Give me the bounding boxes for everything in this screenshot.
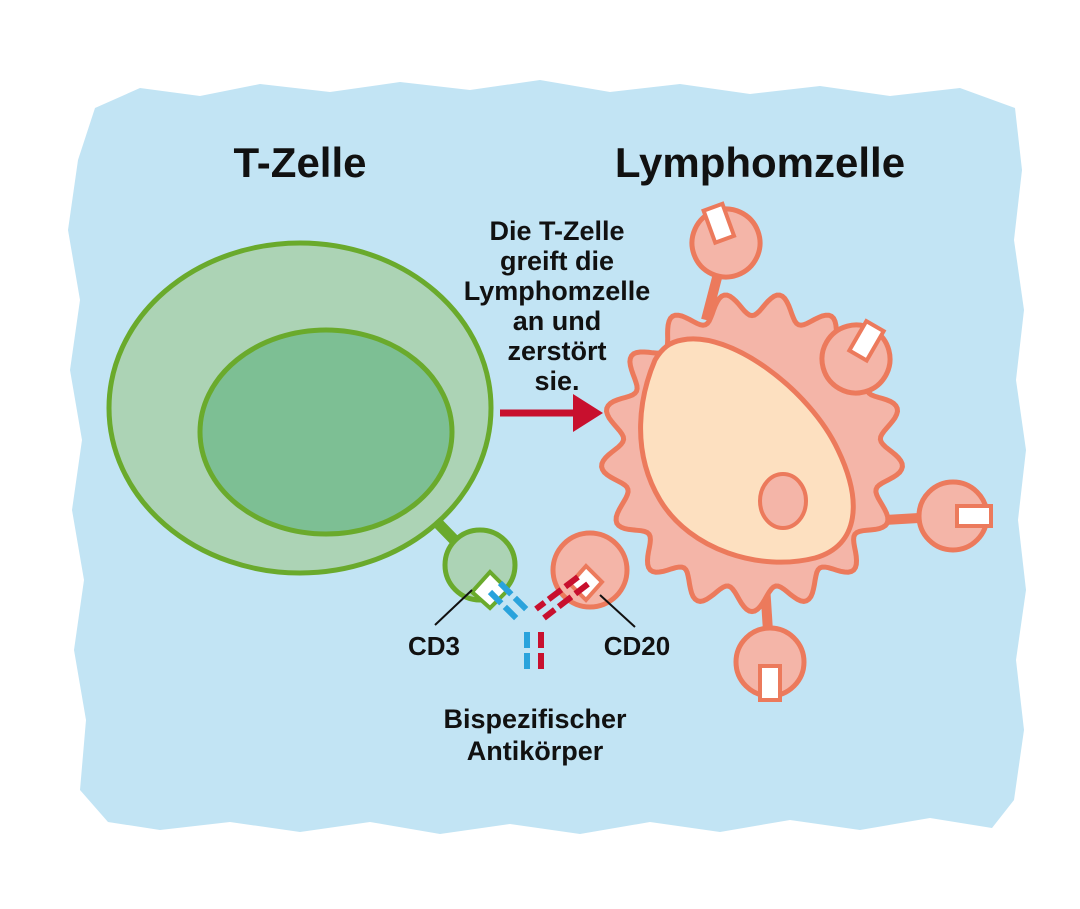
lymphoma-cell bbox=[550, 201, 993, 702]
receptor-top bbox=[689, 201, 763, 280]
description-line-1: Die T-Zelle bbox=[489, 216, 624, 246]
antibody-arm-right-outer bbox=[542, 581, 590, 621]
antibody-arm-left-outer bbox=[487, 589, 521, 623]
lymphoma-cell-nucleolus bbox=[758, 472, 808, 530]
receptor-upper-right bbox=[819, 318, 893, 396]
t-cell-nucleus bbox=[197, 327, 455, 537]
receptor-bottom-notch bbox=[758, 664, 782, 702]
lymphoma-receptors bbox=[689, 201, 993, 702]
description-line-4: an und bbox=[513, 306, 602, 336]
receptor-right bbox=[916, 479, 993, 553]
lymphoma-cell-title: Lymphomzelle bbox=[615, 139, 905, 186]
receptor-upper-right-notch bbox=[846, 318, 887, 364]
arrow-head bbox=[573, 394, 603, 432]
description-line-2: greift die bbox=[500, 246, 614, 276]
antibody-arm-left-inner bbox=[497, 580, 531, 614]
description-line-5: zerstört bbox=[507, 336, 606, 366]
attack-arrow bbox=[500, 394, 603, 432]
description-line-3: Lymphomzelle bbox=[464, 276, 651, 306]
cd3-leader-line bbox=[434, 589, 473, 626]
cd20-leader-line bbox=[599, 594, 636, 628]
t-cell bbox=[106, 240, 518, 611]
receptor-top-notch bbox=[701, 201, 737, 246]
antibody-arm-right-inner bbox=[534, 574, 580, 612]
cd20-label: CD20 bbox=[604, 631, 670, 661]
antibody-label-line-1: Bispezifischer bbox=[443, 704, 627, 734]
description-line-6: sie. bbox=[534, 366, 579, 396]
receptor-bottom bbox=[733, 625, 807, 702]
bispecific-antibody bbox=[487, 574, 590, 670]
cd3-label: CD3 bbox=[408, 631, 460, 661]
receptor-right-notch bbox=[955, 504, 993, 528]
t-cell-title: T-Zelle bbox=[233, 139, 366, 186]
antibody-label-line-2: Antikörper bbox=[467, 736, 604, 766]
